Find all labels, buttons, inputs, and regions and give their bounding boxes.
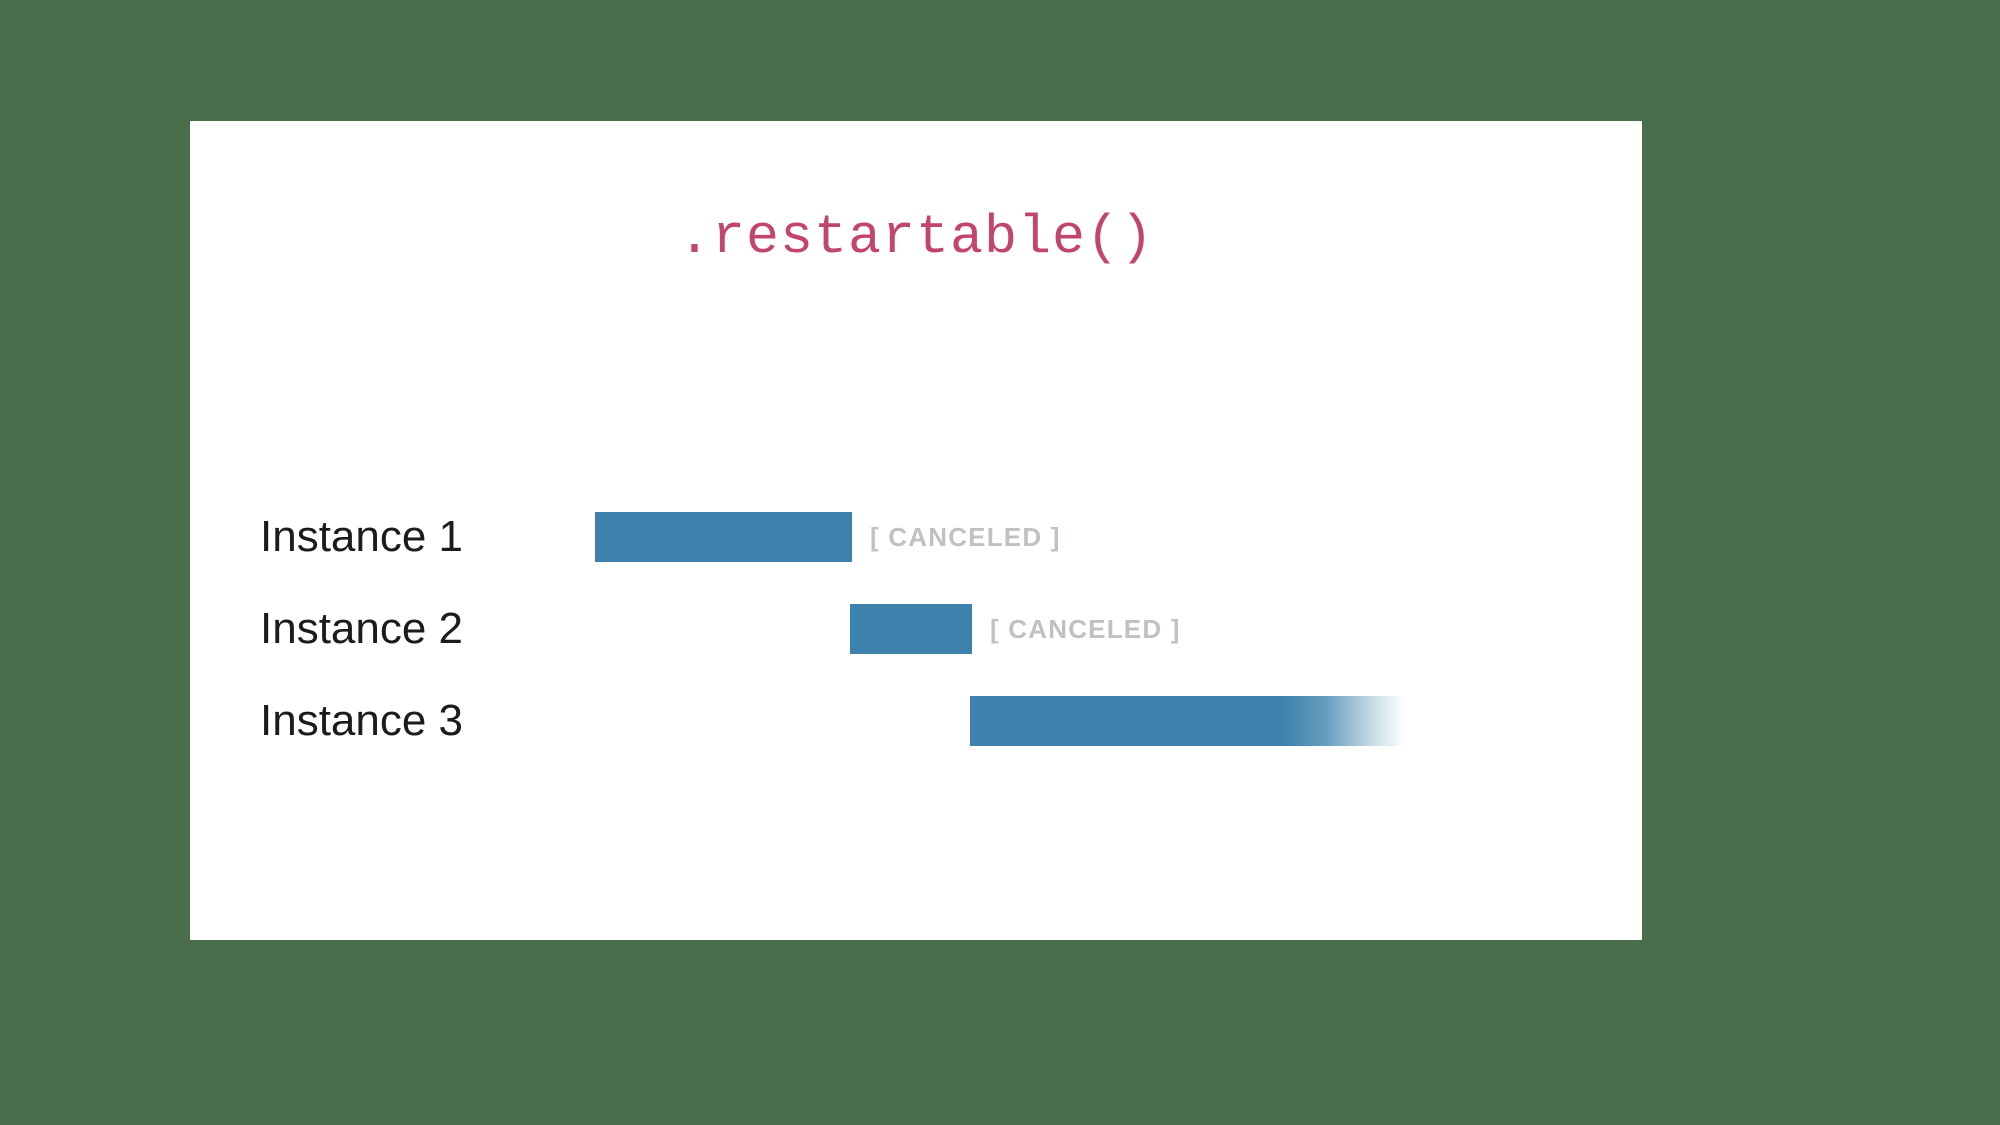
instance-label-3: Instance 3 [260, 696, 464, 745]
instance-label-1: Instance 1 [260, 512, 464, 561]
status-badge-1: [ CANCELED ] [870, 522, 1061, 552]
presentation-slide: .restartable() Instance 1 [ CANCELED ] I… [190, 121, 1642, 940]
instance-timeline-chart: Instance 1 [ CANCELED ] Instance 2 [ CAN… [190, 121, 1642, 940]
instance-bar-1 [595, 512, 852, 562]
instance-bar-3 [970, 696, 1405, 746]
page-title: .restartable() [677, 206, 1155, 269]
timeline-row: Instance 2 [ CANCELED ] [190, 583, 1642, 675]
status-badge-2: [ CANCELED ] [990, 614, 1181, 644]
instance-bar-2 [850, 604, 972, 654]
timeline-row: Instance 1 [ CANCELED ] [190, 491, 1642, 583]
timeline-row: Instance 3 [190, 675, 1642, 767]
instance-label-2: Instance 2 [260, 604, 464, 653]
